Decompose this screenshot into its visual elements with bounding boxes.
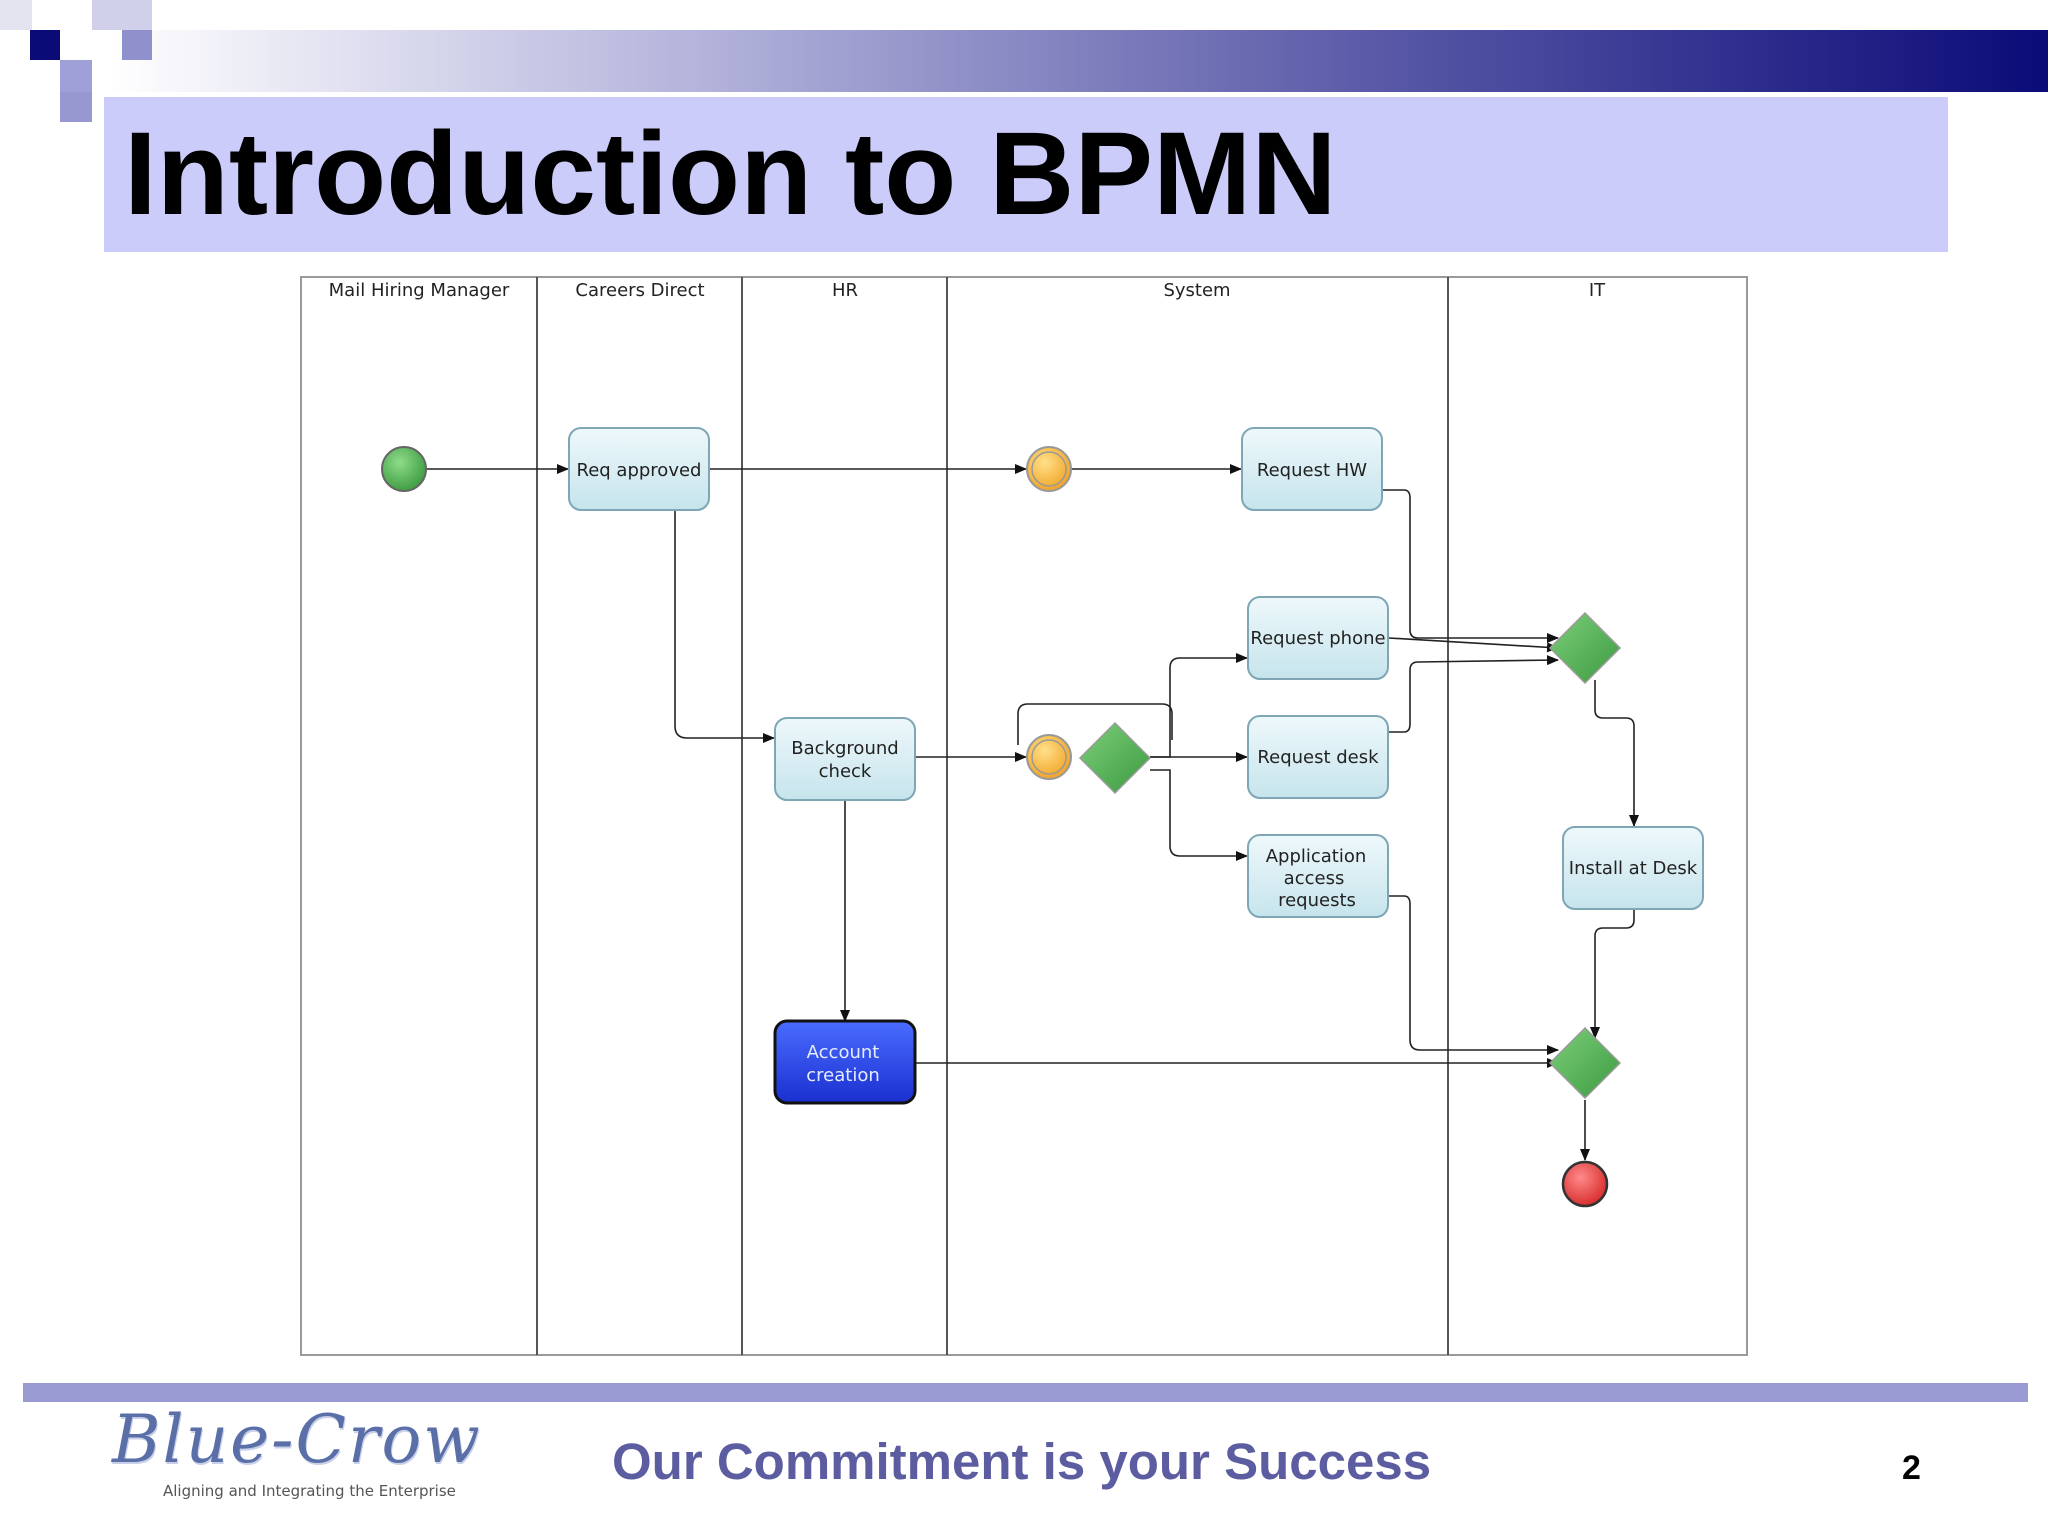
flow-request-phone-to-merge [1388,637,1559,653]
task-account-creation: Account creation [773,1019,917,1105]
merge-gateway-1 [1548,611,1622,685]
task-label: Install at Desk [1569,858,1698,879]
task-label: Request HW [1257,460,1367,481]
flow-request-hw-to-merge [1383,489,1559,643]
task-request-phone: Request phone [1247,596,1389,680]
footer-divider [23,1383,2028,1402]
flow-gateway-to-request-phone [1150,653,1248,758]
footer-slogan: Our Commitment is your Success [612,1433,1432,1490]
task-label: Request desk [1257,747,1379,768]
flow-application-to-merge [1389,895,1559,1055]
slide-title: Introduction to BPMN [124,108,1337,240]
task-label: Request phone [1250,628,1385,649]
page-number: 2 [1902,1449,1921,1487]
task-application-access-requests: Application access requests [1247,834,1389,918]
flow-gateway-to-application-access [1150,769,1248,861]
task-label: check [819,761,872,782]
header-decoration-square [92,0,152,30]
intermediate-event-1 [1026,446,1072,492]
task-label: creation [806,1065,880,1086]
lane-label-it: IT [1589,280,1606,301]
logo-script-text: Blue-Crow [112,1401,482,1478]
lane-label-system: System [1163,280,1230,301]
header-decoration-square [122,30,152,60]
header-gradient-bar [110,30,2048,92]
task-label: Application [1266,846,1367,867]
merge-gateway-2 [1548,1026,1622,1100]
intermediate-event-1-inner-ring [1031,451,1067,487]
flow-request-desk-to-merge [1389,655,1559,733]
task-request-desk: Request desk [1247,715,1389,799]
flow-install-to-merge [1590,910,1635,1039]
logo-tagline: Aligning and Integrating the Enterprise [163,1482,456,1500]
task-req-approved: Req approved [568,427,710,511]
lane-label-mail-hiring-manager: Mail Hiring Manager [329,280,510,301]
task-label: Account [807,1042,880,1063]
lane-label-careers-direct: Careers Direct [575,280,704,301]
intermediate-event-2 [1026,734,1072,780]
pool-frame [300,276,1748,1356]
flow-req-to-background [674,510,775,743]
task-request-hw: Request HW [1241,427,1383,511]
title-band [104,97,1948,252]
header-decoration-square [30,30,60,60]
start-event [381,446,427,492]
header-decoration-square [0,0,32,30]
end-event [1561,1160,1609,1208]
intermediate-event-2-inner-ring [1031,739,1067,775]
task-background-check: Background check [774,717,916,801]
task-install-at-desk: Install at Desk [1562,826,1704,910]
task-label: Background [791,738,898,759]
lane-label-hr: HR [832,280,858,301]
flow-loop-back [1017,703,1173,745]
task-label: access [1284,868,1345,889]
flow-merge-to-install [1594,680,1639,827]
company-logo: Blue-Crow Aligning and Integrating the E… [108,1400,480,1510]
task-label: Req approved [577,460,702,481]
split-gateway [1078,721,1152,795]
task-label: requests [1278,890,1356,911]
header-decoration-square [60,92,92,122]
